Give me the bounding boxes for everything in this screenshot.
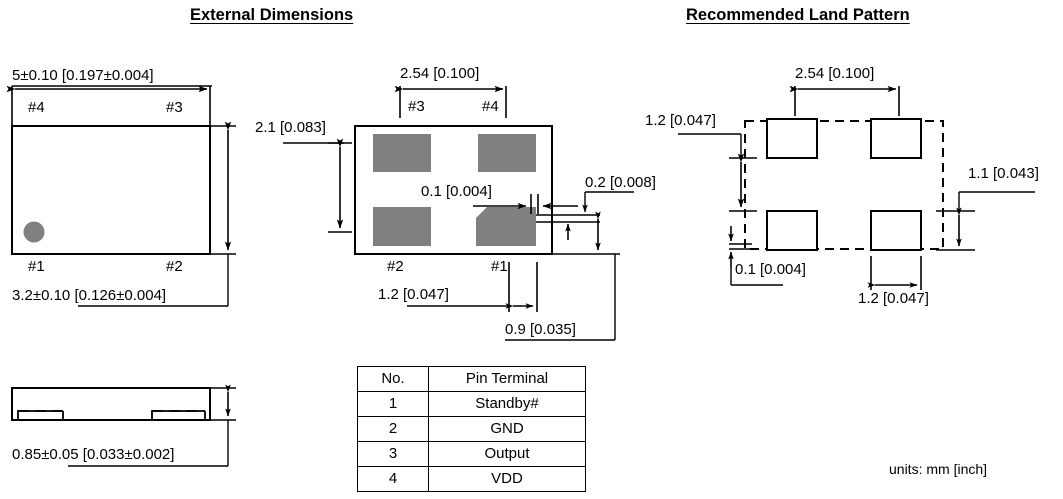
- land-pattern-gap-dimension-label: 0.1 [0.004]: [735, 261, 806, 278]
- table-header-row: No. Pin Terminal: [357, 366, 586, 392]
- top-view-pin4-label: #4: [28, 99, 45, 116]
- units-note: units: mm [inch]: [889, 461, 988, 477]
- section-title-recommended-land-pattern: Recommended Land Pattern: [686, 6, 910, 24]
- top-view-height-dimension-label: 3.2±0.10 [0.126±0.004]: [12, 287, 167, 304]
- table-cell-no: 2: [357, 416, 429, 442]
- land-pattern-pitch-dimension-label: 2.54 [0.100]: [795, 65, 875, 82]
- table-header-pin-terminal: Pin Terminal: [428, 366, 586, 392]
- table-cell-no: 3: [357, 441, 429, 467]
- bottom-view-pin1-label: #1: [491, 258, 508, 275]
- table-row: 2 GND: [357, 416, 586, 442]
- table-cell-pin: GND: [428, 416, 586, 442]
- land-pattern-top-left-dimension-label: 1.2 [0.047]: [645, 112, 716, 129]
- bottom-view-pin4-label: #4: [482, 98, 499, 115]
- top-view-width-dimension-label: 5±0.10 [0.197±0.004]: [12, 67, 154, 84]
- table-cell-pin: Standby#: [428, 391, 586, 417]
- top-view-pin2-label: #2: [166, 258, 183, 275]
- bottom-view-pitch-dimension-label: 2.54 [0.100]: [400, 65, 480, 82]
- table-cell-pin: VDD: [428, 466, 586, 492]
- bottom-view-edge-dimension-label: 0.2 [0.008]: [585, 174, 656, 191]
- side-view-thickness-dimension-label: 0.85±0.05 [0.033±0.002]: [12, 446, 175, 463]
- table-cell-no: 4: [357, 466, 429, 492]
- table-row: 4 VDD: [357, 466, 586, 492]
- bottom-view-pad-width-dimension-label: 0.9 [0.035]: [505, 321, 576, 338]
- bottom-view-pad-height-dimension-label: 2.1 [0.083]: [255, 119, 326, 136]
- pin-terminal-table: No. Pin Terminal 1 Standby# 2 GND 3 Outp…: [357, 366, 586, 492]
- bottom-view-offset-dimension-label: 1.2 [0.047]: [378, 286, 449, 303]
- bottom-view-gap-dimension-label: 0.1 [0.004]: [421, 183, 492, 200]
- land-pattern-right-dimension-label: 1.1 [0.043]: [968, 165, 1039, 182]
- table-row: 1 Standby#: [357, 391, 586, 417]
- top-view-pin3-label: #3: [166, 99, 183, 116]
- table-cell-pin: Output: [428, 441, 586, 467]
- land-pattern-pad-width-dimension-label: 1.2 [0.047]: [858, 290, 929, 307]
- top-view-pin1-label: #1: [28, 258, 45, 275]
- bottom-view-pin2-label: #2: [387, 258, 404, 275]
- table-header-no: No.: [357, 366, 429, 392]
- table-row: 3 Output: [357, 441, 586, 467]
- table-cell-no: 1: [357, 391, 429, 417]
- bottom-view-pin3-label: #3: [408, 98, 425, 115]
- section-title-external-dimensions: External Dimensions: [190, 6, 354, 24]
